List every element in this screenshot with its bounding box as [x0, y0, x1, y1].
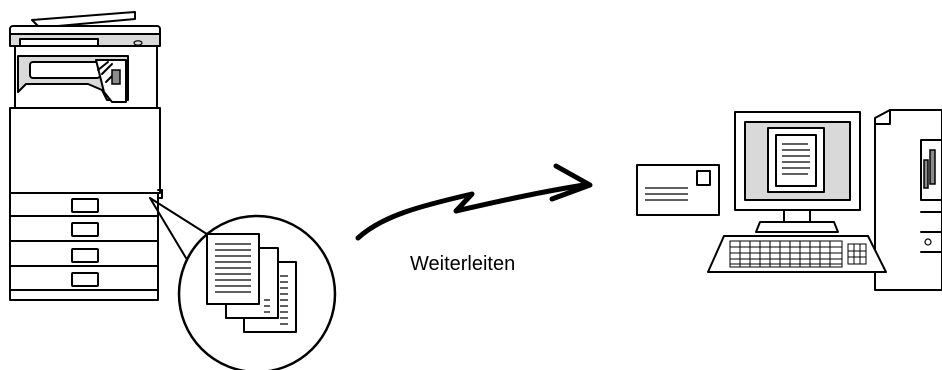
forward-label: Weiterleiten	[410, 253, 516, 275]
email-envelope-icon	[636, 164, 720, 216]
desktop-computer-icon	[707, 109, 942, 291]
stacked-documents-icon	[149, 197, 337, 370]
multifunction-printer-icon	[9, 11, 163, 301]
lightning-arrow-icon	[355, 163, 593, 241]
